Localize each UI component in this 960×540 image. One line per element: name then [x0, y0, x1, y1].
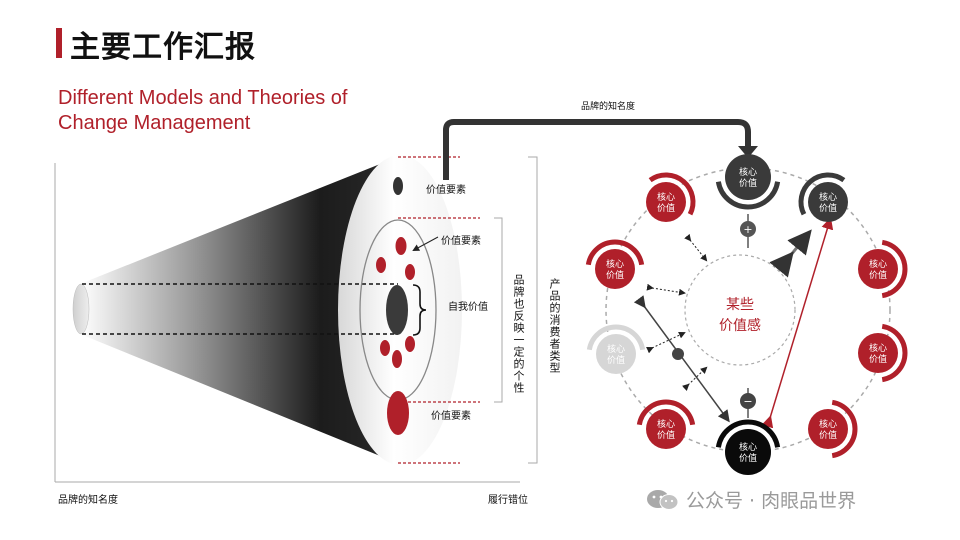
node-arc: [648, 172, 696, 216]
node-arc: [831, 399, 858, 459]
node-circle: [858, 249, 898, 289]
node-circle: [595, 249, 635, 289]
cycle-diagram: 某些 价值感 + − 核心价值核心价值核心价值核心价值核心价值核心价值核心价值核…: [585, 154, 908, 475]
page-subtitle: Different Models and Theories of Change …: [58, 87, 348, 134]
node-label-line1: 核心: [657, 418, 675, 430]
title-accent-bar: [56, 28, 62, 58]
node-arc: [715, 419, 781, 448]
value-dots: [376, 177, 415, 435]
node-arc: [585, 239, 645, 266]
watermark-text: 公众号 · 肉眼品世界: [686, 490, 857, 512]
node-circle: [725, 154, 771, 200]
svg-text:−: −: [743, 395, 752, 408]
node-arc: [636, 399, 696, 426]
node-label-line1: 核心: [606, 258, 624, 270]
node-label-line2: 价值: [607, 354, 625, 366]
plus-badge: [740, 221, 756, 237]
center-text-line2: 价值感: [719, 317, 761, 334]
dark-diagonal-arrow: [633, 295, 730, 423]
label-consumer-type: 产品的消费者类型: [548, 278, 561, 374]
node-label-line2: 价值: [869, 269, 887, 281]
self-value-brace: [412, 284, 427, 336]
node-arc: [881, 239, 908, 299]
value-element-pointer: [412, 236, 439, 251]
grey-double-arrow: [769, 229, 812, 278]
node-label-line2: 价值: [657, 202, 675, 214]
x-axis-left-label: 品牌的知名度: [58, 495, 118, 506]
node-label-line1: 核心: [657, 191, 675, 203]
node-circle: [808, 409, 848, 449]
center-text-line1: 某些: [726, 297, 754, 313]
node-circle: [725, 429, 771, 475]
node-label-line2: 价值: [606, 269, 624, 281]
node-circle: [858, 333, 898, 373]
node-circle: [646, 409, 686, 449]
cycle-top-label: 品牌的知名度: [581, 102, 636, 112]
node-label-line2: 价值: [819, 429, 837, 441]
node-circle: [596, 334, 636, 374]
node-label-line1: 核心: [739, 166, 757, 178]
label-value-element-top: 价值要素: [426, 185, 466, 196]
node-circle: [808, 182, 848, 222]
node-label-line2: 价值: [869, 353, 887, 365]
cone-brackets: [494, 156, 538, 464]
node-label-line2: 价值: [739, 452, 757, 464]
node-circle: [646, 182, 686, 222]
minus-badge: [740, 393, 756, 409]
node-label-line2: 价值: [657, 429, 675, 441]
node-label-line2: 价值: [819, 202, 837, 214]
node-label-line1: 核心: [739, 441, 757, 453]
wechat-icon: [647, 489, 679, 510]
awareness-connector-arrow: [443, 119, 751, 180]
red-long-arrow: [761, 217, 834, 429]
node-arc: [881, 323, 908, 383]
watermark: 公众号 · 肉眼品世界: [646, 486, 856, 513]
disk-guide-lines: [398, 156, 480, 464]
svg-text:+: +: [743, 223, 752, 236]
node-arc: [586, 324, 646, 351]
cone-projection-lines: [82, 283, 398, 335]
page-title: 主要工作汇报: [70, 30, 256, 65]
label-value-element-mid: 价值要素: [441, 236, 481, 247]
label-value-element-bottom: 价值要素: [431, 411, 471, 422]
node-label-line1: 核心: [819, 191, 837, 203]
x-axis-right-label: 履行错位: [488, 495, 528, 506]
diagonal-ball: [672, 348, 684, 360]
node-label-line1: 核心: [607, 343, 625, 355]
cone-axes: [54, 163, 520, 483]
node-arc: [715, 181, 781, 210]
node-label-line2: 价值: [739, 177, 757, 189]
label-self-value: 自我价值: [448, 302, 488, 313]
awareness-connector-head: [738, 146, 758, 158]
node-label-line1: 核心: [869, 258, 887, 270]
node-label-line1: 核心: [869, 342, 887, 354]
node-label-line1: 核心: [819, 418, 837, 430]
node-arc: [798, 172, 846, 216]
label-brand-personality: 品牌也反映一定的个性: [512, 274, 525, 394]
